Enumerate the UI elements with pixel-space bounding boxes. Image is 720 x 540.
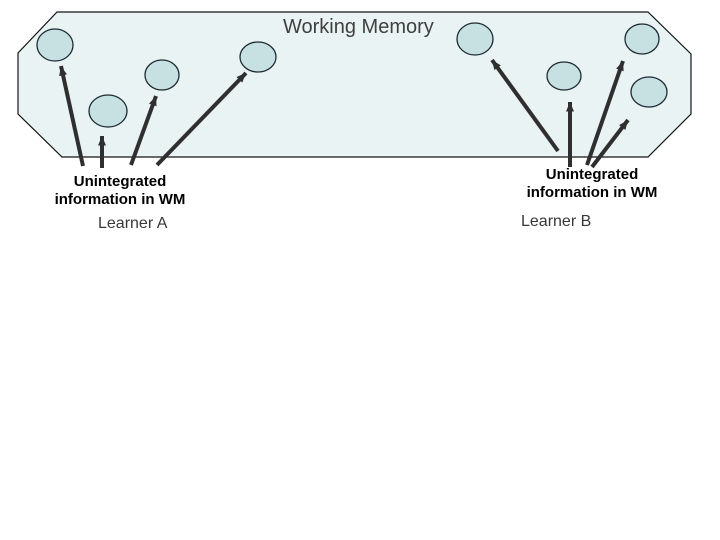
memory-item: [546, 61, 582, 91]
learner-b-arrows: [490, 58, 630, 169]
learner-a-arrows: [59, 65, 248, 168]
learner-b-caption: Unintegrated information in WM: [502, 166, 682, 202]
caption-line: Unintegrated: [545, 166, 639, 183]
memory-item: [456, 22, 494, 56]
arrow: [590, 118, 630, 169]
arrow: [129, 95, 158, 166]
memory-item: [36, 28, 74, 62]
working-memory-title: Working Memory: [283, 16, 434, 38]
caption-line: information in WM: [54, 191, 186, 208]
arrow: [585, 60, 625, 166]
caption-line: information in WM: [526, 184, 658, 201]
arrow: [59, 65, 85, 167]
memory-item: [239, 41, 277, 73]
memory-item: [144, 59, 180, 91]
learner-a-label: Learner A: [98, 215, 168, 232]
memory-item: [88, 94, 128, 128]
memory-item: [630, 76, 668, 108]
learner-a-caption: Unintegrated information in WM: [30, 173, 210, 209]
working-memory-container: [17, 11, 692, 158]
arrow: [155, 71, 248, 167]
learner-a-memory-items: [36, 28, 277, 128]
learner-b-label: Learner B: [521, 213, 592, 230]
memory-item: [624, 23, 660, 55]
arrow: [490, 58, 560, 153]
learner-b-memory-items: [456, 22, 668, 108]
caption-line: Unintegrated: [73, 173, 167, 190]
